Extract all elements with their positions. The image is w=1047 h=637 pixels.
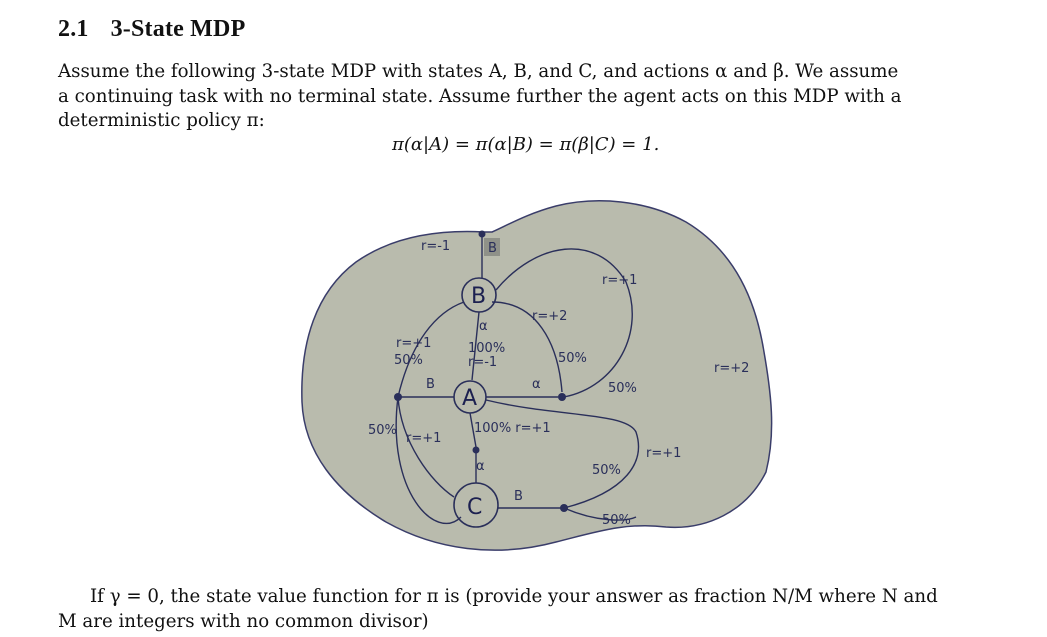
question-text: If γ = 0, the state value function for π… — [58, 585, 1022, 634]
label-fifty-low: 50% — [592, 463, 621, 478]
beta-box — [484, 238, 500, 256]
label-left-50: 50% — [394, 353, 423, 368]
label-alpha-b: α — [479, 319, 488, 334]
decision-dot-right — [558, 393, 566, 401]
label-beta-box: B — [488, 241, 497, 256]
label-alpha-c: α — [476, 459, 485, 474]
state-b-label: B — [471, 284, 486, 309]
mdp-diagram: B A C r=-1 B r=+1 r=+2 r=+1 50% B α 100%… — [301, 200, 773, 551]
policy-formula: π(α|A) = π(α|B) = π(β|C) = 1. — [392, 134, 660, 155]
question-line-2: M are integers with no common divisor) — [58, 610, 429, 632]
label-right-r1: r=+1 — [602, 273, 637, 288]
intro-line-1: Assume the following 3-state MDP with st… — [58, 61, 899, 82]
label-fifty-mid: 50% — [558, 351, 587, 366]
label-r-low: r=+1 — [646, 446, 681, 461]
state-c-label: C — [467, 495, 482, 520]
section-number: 2.1 — [58, 16, 89, 42]
label-bottom-100: 100% r=+1 — [474, 421, 551, 436]
label-fifty-bottom: 50% — [602, 513, 631, 528]
intro-line-2: a continuing task with no terminal state… — [58, 85, 902, 107]
state-a-label: A — [462, 386, 477, 411]
label-far-right-r: r=+2 — [714, 361, 749, 376]
section-heading: 2.1 3-State MDP — [58, 16, 245, 43]
label-left-r1b: r=+1 — [406, 431, 441, 446]
section-title: 3-State MDP — [110, 16, 246, 42]
intro-paragraph: Assume the following 3-state MDP with st… — [58, 60, 1022, 134]
label-mid-100: 100% — [468, 341, 505, 356]
paper-cutout — [301, 200, 773, 551]
label-left-50b: 50% — [368, 423, 397, 438]
label-left-r1: r=+1 — [396, 336, 431, 351]
label-mid-r: r=-1 — [468, 355, 497, 370]
intro-line-3: deterministic policy π: — [58, 110, 265, 131]
label-beta-left: B — [426, 377, 435, 392]
label-r-plus2-top: r=+2 — [532, 309, 567, 324]
label-fifty-right: 50% — [608, 381, 637, 396]
question-line-1: If γ = 0, the state value function for π… — [90, 586, 938, 607]
label-alpha-a: α — [532, 377, 541, 392]
label-beta-c: B — [514, 489, 523, 504]
label-top-r: r=-1 — [421, 239, 450, 254]
